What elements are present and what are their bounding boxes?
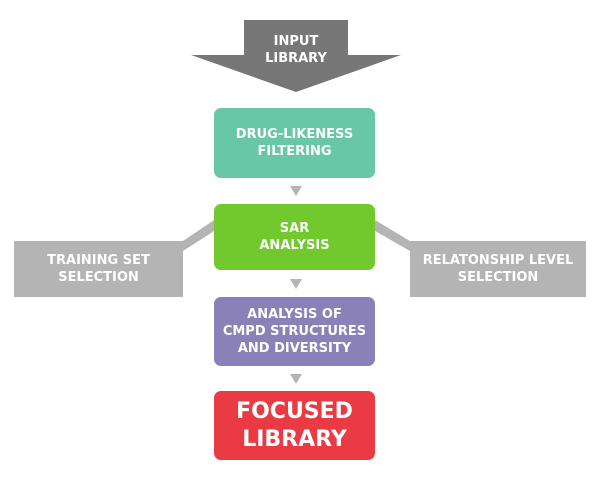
drug-likeness-line-1: DRUG-LIKENESS	[235, 127, 354, 142]
drug-likeness-filtering-box: DRUG-LIKENESS FILTERING	[214, 108, 375, 178]
relationship-level-line-1: RELATONSHIP LEVEL	[422, 253, 574, 268]
relationship-level-line-2: SELECTION	[457, 270, 539, 285]
sar-analysis-box: SAR ANALYSIS	[214, 204, 375, 270]
training-set-selection-box: TRAINING SET SELECTION	[14, 241, 183, 297]
relationship-level-selection-box: RELATONSHIP LEVEL SELECTION	[410, 241, 586, 297]
arrow-drug-to-sar	[290, 186, 302, 196]
structure-analysis-line-3: AND DIVERSITY	[237, 341, 352, 356]
sar-analysis-line-1: SAR	[279, 221, 310, 236]
input-library-arrow	[191, 20, 401, 92]
arrow-analysis-to-focused	[290, 374, 302, 384]
arrow-sar-to-analysis	[290, 279, 302, 289]
focused-library-line-2: LIBRARY	[242, 426, 347, 452]
sar-analysis-line-2: ANALYSIS	[259, 238, 330, 253]
structure-analysis-line-1: ANALYSIS OF	[247, 307, 342, 322]
focused-library-line-1: FOCUSED	[236, 398, 353, 424]
input-library-label-line-1: INPUT	[273, 34, 319, 49]
input-library-label: INPUT LIBRARY	[244, 33, 348, 67]
focused-library-box: FOCUSED LIBRARY	[214, 391, 375, 460]
training-set-line-1: TRAINING SET	[47, 253, 150, 268]
training-set-line-2: SELECTION	[58, 270, 139, 285]
structure-diversity-analysis-box: ANALYSIS OF CMPD STRUCTURES AND DIVERSIT…	[214, 297, 375, 366]
training-set-connector	[183, 220, 214, 251]
relationship-level-connector	[375, 220, 410, 251]
structure-analysis-line-2: CMPD STRUCTURES	[222, 324, 367, 339]
input-library-label-line-2: LIBRARY	[265, 51, 327, 66]
drug-likeness-line-2: FILTERING	[257, 144, 332, 159]
